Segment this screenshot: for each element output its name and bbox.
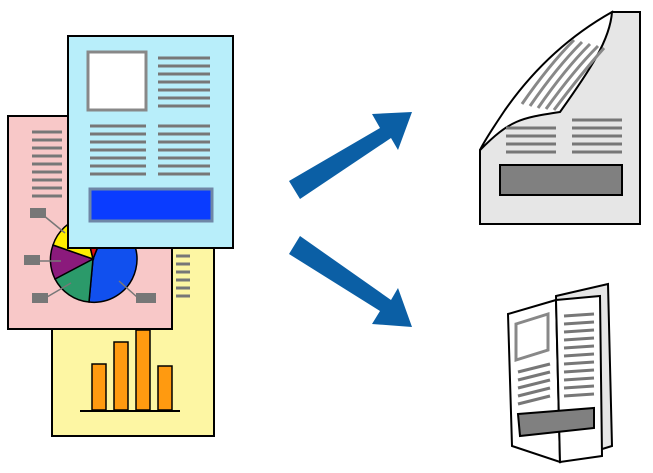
booklet-right-text-lines — [563, 312, 595, 398]
sheet-gray-banner — [499, 164, 623, 196]
blue-banner — [88, 187, 214, 223]
blue-page-text-lines-left — [90, 124, 146, 176]
blue-text-page — [67, 35, 234, 249]
folded-booklet-icon — [506, 282, 614, 464]
bar-chart-icon — [80, 329, 180, 412]
yellow-page-text-lines — [176, 254, 190, 298]
pie-label-tags — [24, 208, 156, 303]
source-document-stack — [7, 35, 234, 437]
booklet-gray-banner — [516, 406, 595, 438]
pink-page-text-lines — [32, 130, 62, 198]
photo-placeholder — [86, 50, 148, 112]
two-sided-printed-sheet-icon — [479, 10, 641, 225]
blue-page-text-lines-right — [158, 56, 210, 176]
arrow-up-right-icon — [289, 112, 412, 199]
sheet-text-lines — [506, 118, 622, 154]
booklet-left-text-lines — [517, 362, 551, 406]
arrow-down-right-icon — [289, 236, 412, 327]
sheet-curl-text-lines — [520, 38, 606, 111]
